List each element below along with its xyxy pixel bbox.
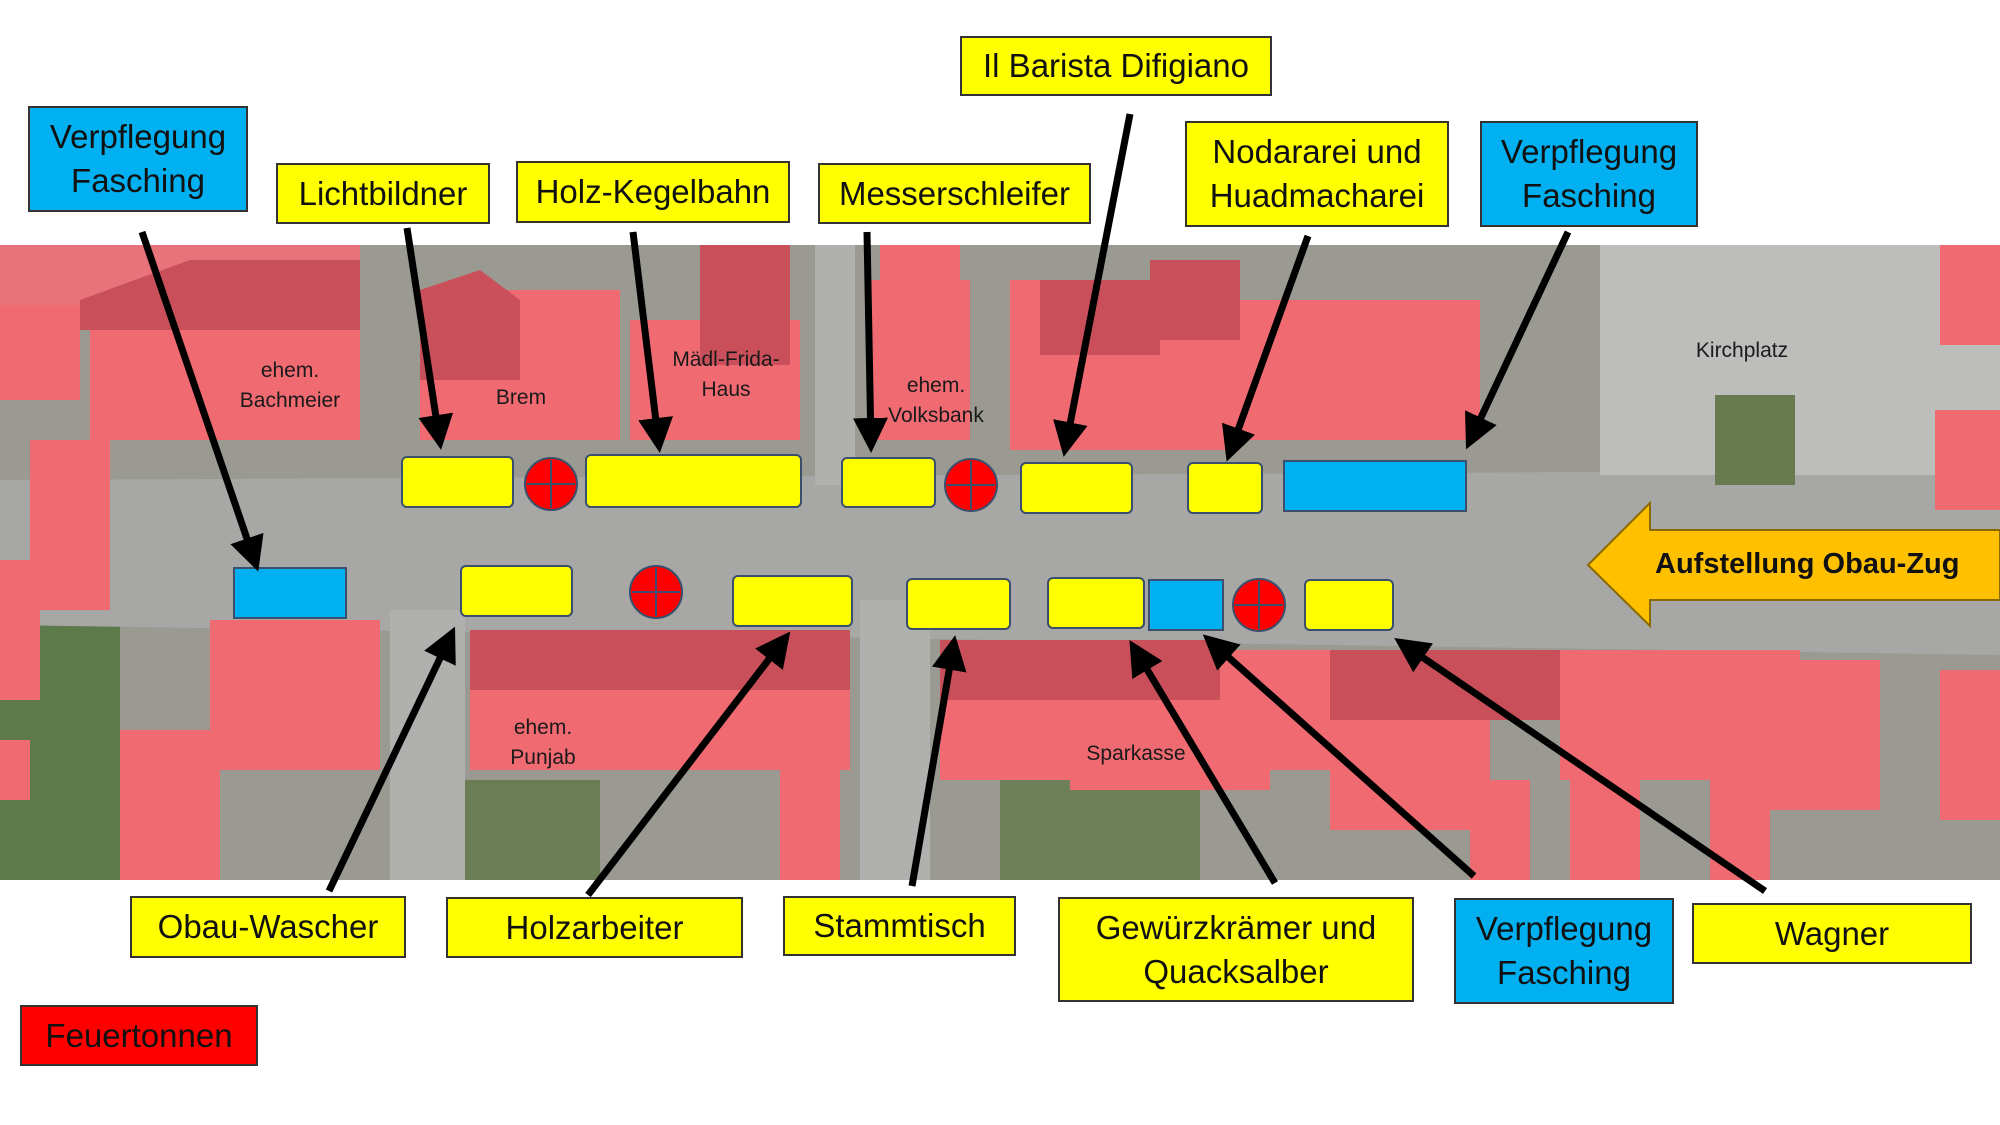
label-verpflegung-fasching: Verpflegung Fasching <box>28 106 248 212</box>
stand-yellow <box>1304 579 1394 631</box>
stand-yellow <box>585 454 802 508</box>
building-roof <box>1940 245 2000 345</box>
pointer-arrow <box>138 230 264 572</box>
label-holz-kegelbahn: Holz-Kegelbahn <box>516 161 790 223</box>
pointer-arrow <box>1222 234 1312 462</box>
building-roof <box>700 245 790 365</box>
place-volksbank: ehem. Volksbank <box>888 374 984 427</box>
building-roof <box>1300 300 1480 440</box>
fire-barrel-icon <box>524 457 578 511</box>
legend-feuertonnen: Feuertonnen <box>20 1005 258 1066</box>
building-roof <box>870 280 970 440</box>
label-verpflegung-fasching: Verpflegung Fasching <box>1480 121 1698 227</box>
label-lichtbildner: Lichtbildner <box>276 163 490 224</box>
pointer-arrow <box>1394 638 1767 894</box>
fire-barrel-icon <box>944 458 998 512</box>
label-holzarbeiter: Holzarbeiter <box>446 897 743 958</box>
building-roof <box>80 260 360 330</box>
stand-blue <box>233 567 347 619</box>
stand-yellow <box>841 457 936 508</box>
aufstellung-arrow <box>1586 500 2000 629</box>
pointer-arrow <box>852 231 888 453</box>
building-roof <box>1935 410 2000 510</box>
kirchplatz-green <box>1715 395 1795 485</box>
fire-barrel-icon <box>629 565 683 619</box>
building-roof <box>420 270 520 380</box>
stand-yellow <box>1020 462 1133 514</box>
pointer-arrow <box>908 635 967 887</box>
building-roof <box>880 245 960 295</box>
label-stammtisch: Stammtisch <box>783 896 1016 956</box>
building-roof <box>1470 780 1530 880</box>
building-roof <box>940 640 1220 700</box>
label-wagner: Wagner <box>1692 903 1972 964</box>
stand-yellow <box>460 565 573 617</box>
building-roof <box>120 730 220 880</box>
stand-blue <box>1283 460 1467 512</box>
stand-yellow <box>906 578 1011 630</box>
pointer-arrow <box>629 231 673 453</box>
pointer-arrow <box>1202 634 1477 879</box>
pointer-arrow <box>403 227 454 450</box>
label-messerschleifer: Messerschleifer <box>818 163 1091 224</box>
place-kirchplatz: Kirchplatz <box>1695 339 1789 362</box>
stand-blue <box>1148 579 1224 631</box>
label-gewuerzkraemer: Gewürzkrämer und Quacksalber <box>1058 897 1414 1002</box>
building-roof <box>1330 650 1580 720</box>
stand-yellow <box>1187 462 1263 514</box>
building-roof <box>30 440 110 610</box>
place-punjab: ehem. Punjab <box>510 716 576 769</box>
label-verpflegung-fasching: Verpflegung Fasching <box>1454 898 1674 1004</box>
building-roof <box>90 310 360 440</box>
label-obau-wascher: Obau-Wascher <box>130 896 406 958</box>
pointer-arrow <box>585 631 791 898</box>
building-roof <box>1330 720 1490 830</box>
building-roof <box>1720 660 1880 810</box>
kirchplatz-area <box>1600 245 2000 475</box>
label-il-barista-difigiano: Il Barista Difigiano <box>960 36 1272 96</box>
building-roof <box>210 620 380 770</box>
place-maedl-frida-haus: Mädl-Frida- Haus <box>672 348 780 401</box>
place-brem: Brem <box>495 386 547 409</box>
pointer-arrow <box>325 626 456 893</box>
fire-barrel-icon <box>1232 578 1286 632</box>
side-street <box>815 245 855 485</box>
place-bachmeier: ehem. Bachmeier <box>239 359 341 412</box>
building-roof <box>470 630 850 690</box>
building-roof <box>780 760 840 880</box>
pointer-arrow <box>1053 113 1134 457</box>
building-roof <box>1040 280 1160 355</box>
pointer-arrow <box>1129 639 1279 885</box>
stand-yellow <box>732 575 853 627</box>
building-roof <box>0 740 30 800</box>
pointer-arrow <box>1465 230 1572 450</box>
building-roof <box>1150 260 1240 340</box>
stand-yellow <box>401 456 514 508</box>
place-sparkasse: Sparkasse <box>1086 742 1186 765</box>
aufstellung-label: Aufstellung Obau-Zug <box>1655 548 1960 580</box>
building-roof <box>1940 670 2000 820</box>
label-nodararei: Nodararei und Huadmacharei <box>1185 121 1449 227</box>
stand-yellow <box>1047 577 1145 629</box>
building-roof <box>0 560 40 700</box>
